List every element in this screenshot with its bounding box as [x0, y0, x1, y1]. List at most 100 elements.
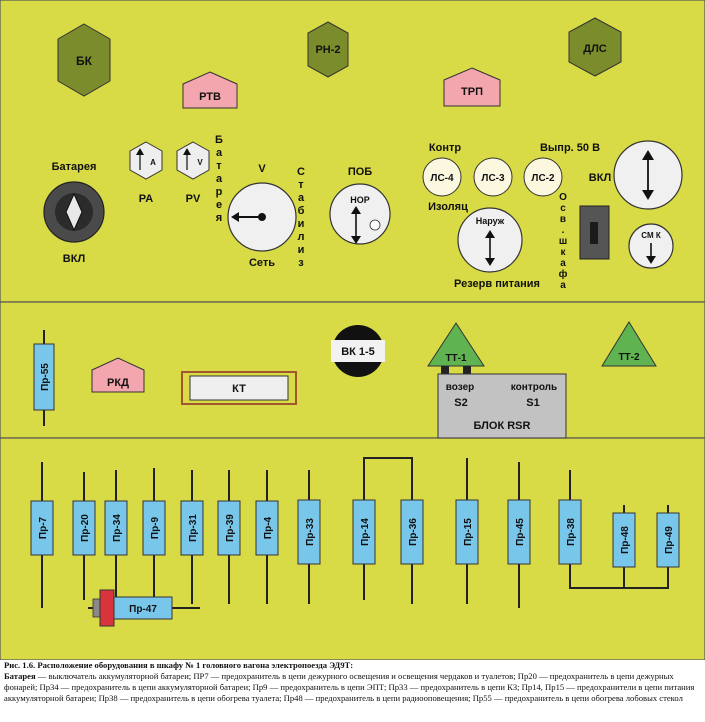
fuse-пр4: Пр-4	[255, 470, 279, 604]
rsr-vozer: возер	[446, 382, 475, 393]
vertical-letter: а	[298, 192, 305, 204]
vertical-letter: б	[298, 205, 305, 217]
fuse-label: Пр-33	[305, 518, 316, 546]
pob-title: ПОБ	[348, 166, 372, 178]
vkl-label: ВКЛ	[589, 172, 611, 184]
fuse-label: Пр-15	[463, 518, 474, 546]
trp-pentagon: ТРП	[443, 67, 501, 107]
fuse-пр20: Пр-20	[72, 472, 96, 600]
bk-hexagon: БК	[57, 23, 111, 97]
tt2-triangle: ТТ-2	[601, 321, 657, 367]
selector-pointer-icon	[231, 212, 239, 222]
pv-meter: V	[176, 141, 210, 180]
fuse-pr55: Пр-55	[33, 330, 55, 426]
lamp-ls3: ЛС-3	[473, 157, 513, 197]
vertical-letter: к	[560, 247, 566, 258]
battery-vertical-label: Батарея	[215, 134, 223, 224]
vertical-letter: л	[298, 231, 305, 243]
vertical-letter: а	[560, 258, 566, 269]
fuse-body	[558, 499, 582, 565]
fuse-пр34: Пр-34	[104, 470, 128, 604]
fuse-label: Пр-39	[225, 514, 236, 542]
kt-block: КТ	[181, 371, 297, 405]
fuse-label: Пр-49	[664, 526, 675, 554]
pob-indicator	[369, 219, 381, 231]
fuse-пр15: Пр-15	[455, 458, 479, 604]
vertical-letter: т	[216, 160, 222, 172]
fuse-label: Пр-9	[150, 516, 161, 539]
figure-caption: Рис. 1.6. Расположение оборудования в шк…	[4, 660, 701, 704]
reserve-power-switch[interactable]: Наруж	[457, 207, 523, 273]
fuse-label: Пр-4	[263, 516, 274, 539]
selector-bottom-label: Сеть	[249, 257, 275, 269]
vertical-letter: и	[298, 218, 305, 230]
vertical-letter: т	[298, 179, 304, 191]
fuse-label: Пр-20	[80, 514, 91, 542]
fuse-pr47: Пр-47	[88, 589, 200, 627]
vertical-letter: а	[216, 147, 223, 159]
voltage-selector[interactable]	[227, 182, 297, 252]
pv-face: V	[197, 158, 203, 167]
fuse-wires	[363, 457, 669, 589]
fuse-body	[180, 500, 204, 556]
fuse-body	[455, 499, 479, 565]
rn2-hexagon: РН-2	[307, 21, 349, 78]
fuse-пр45: Пр-45	[507, 462, 531, 608]
battery-switch-title: Батарея	[52, 161, 97, 173]
lamp-ls2: ЛС-2	[523, 157, 563, 197]
rkd-pentagon: РКД	[91, 357, 145, 393]
tt2-label: ТТ-2	[618, 352, 640, 363]
izolyac-label: Изоляц	[428, 201, 468, 213]
vk-switch[interactable]: ВК 1-5	[331, 325, 385, 377]
fuse-label: Пр-36	[408, 518, 419, 546]
smk-switch[interactable]: СМ К	[628, 223, 674, 269]
smk-label: СМ К	[641, 231, 661, 240]
pv-label: PV	[186, 193, 201, 205]
fuse-label: Пр-48	[620, 526, 631, 554]
vkl-switch[interactable]	[613, 140, 683, 210]
vertical-letter: е	[216, 199, 222, 211]
ra-label: PA	[139, 193, 154, 205]
battery-switch-state: ВКЛ	[63, 253, 85, 265]
pob-face: НОР	[350, 195, 370, 205]
equipment-layout-diagram: БК РН-2 ДЛС РТВ ТРП Батарея ВКЛ A PA V	[0, 0, 705, 660]
fuse-пр7: Пр-7	[30, 462, 54, 608]
fuse-body	[656, 512, 680, 568]
fuse-body	[255, 500, 279, 556]
fuse-body	[297, 499, 321, 565]
lamp-label: ЛС-2	[531, 173, 555, 184]
fuse-body	[352, 499, 376, 565]
vertical-letter: Б	[215, 134, 223, 146]
fuse-body	[72, 500, 96, 556]
rsr-s2: S2	[454, 397, 467, 409]
fuse-пр31: Пр-31	[180, 470, 204, 604]
ra-face: A	[150, 158, 156, 167]
vertical-letter: с	[560, 203, 566, 214]
vertical-letter: з	[298, 257, 304, 269]
fuse-pr55-label: Пр-55	[40, 363, 51, 391]
vypr-label: Выпр. 50 В	[540, 142, 600, 154]
caption-term: Батарея	[4, 671, 36, 681]
fuse-body	[30, 500, 54, 556]
trp-label: ТРП	[461, 86, 483, 98]
rtv-label: РТВ	[199, 91, 221, 103]
cabinet-light-toggle[interactable]	[579, 205, 610, 260]
fuse-label: Пр-38	[566, 518, 577, 546]
vertical-letter: С	[297, 166, 305, 178]
lamp-ls4: ЛС-4	[422, 157, 462, 197]
fuse-пр36: Пр-36	[400, 488, 424, 604]
rsr-title: БЛОК RSR	[474, 420, 531, 432]
rkd-label: РКД	[107, 377, 129, 389]
vertical-letter: р	[216, 186, 223, 198]
fuse-row: Пр-7 Пр-20 Пр-34 Пр-9 Пр-31 Пр-39 Пр-4 Пр-33 Пр-…	[30, 458, 680, 608]
reserve-label: Резерв питания	[454, 278, 540, 290]
vertical-letter: и	[298, 244, 305, 256]
vertical-letter: а	[216, 173, 223, 185]
battery-switch[interactable]	[43, 181, 105, 243]
dls-label: ДЛС	[583, 43, 607, 55]
caption-title: Рис. 1.6. Расположение оборудования в шк…	[4, 660, 354, 670]
rsr-block: возер контроль S2 S1 БЛОК RSR	[437, 373, 567, 439]
pob-switch[interactable]: НОР	[329, 183, 391, 245]
selector-top-label: V	[258, 163, 266, 175]
vertical-letter: ш	[559, 236, 567, 247]
